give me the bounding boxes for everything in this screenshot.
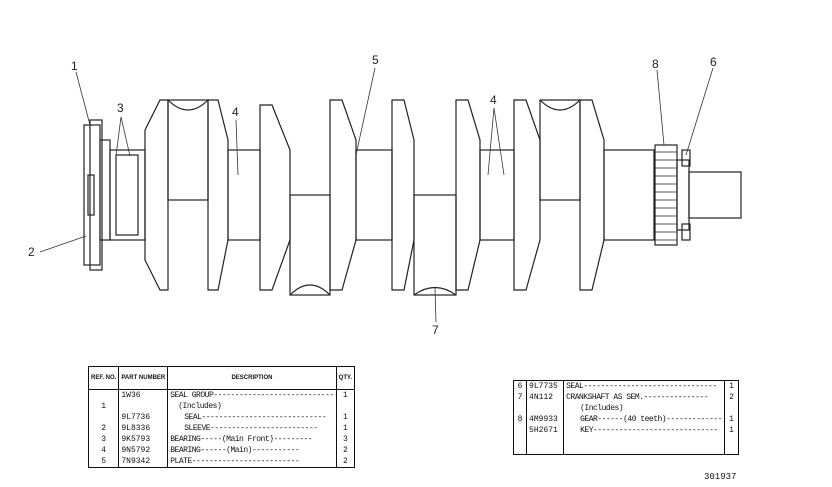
callout-1: 1 — [71, 59, 78, 73]
quantity: 1 — [335, 389, 355, 401]
part-number: 9N5792 — [118, 445, 169, 456]
part-number: 4M9933 — [526, 414, 565, 425]
figure-number: 301937 — [704, 472, 737, 482]
quantity: 3 — [335, 434, 355, 445]
ref-no-spacer — [513, 436, 528, 455]
part-number: 9L8336 — [118, 423, 169, 434]
description: (Includes) — [580, 404, 624, 413]
ref-no — [513, 425, 528, 436]
table-row: (Includes) — [513, 403, 739, 414]
table-row: 5H2671 KEY----------------------------- … — [513, 425, 739, 436]
table-row — [513, 436, 739, 455]
callout-5: 5 — [372, 53, 379, 67]
quantity: 2 — [724, 392, 739, 403]
ref-no: 5 — [88, 456, 120, 468]
description: CRANKSHAFT AS SEM.--------------- — [566, 393, 709, 402]
part-number — [526, 403, 565, 414]
ref-no: 4 — [88, 445, 120, 456]
crankshaft-drawing: 1 2 3 4 5 4 6 7 8 — [28, 53, 742, 337]
callout-6: 6 — [710, 55, 717, 69]
ref-no: 7 — [513, 392, 528, 403]
table-row: 5 7N9342 PLATE------------------------- … — [88, 456, 355, 468]
description: (Includes) — [178, 402, 222, 411]
description-spacer — [564, 436, 725, 455]
callout-4-right: 4 — [490, 93, 497, 107]
ref-no: 6 — [513, 380, 528, 392]
header-qty: QTY. — [335, 366, 356, 390]
description: BEARING------(Main)----------- — [170, 446, 300, 455]
description: KEY----------------------------- — [580, 426, 718, 435]
description: PLATE------------------------- — [170, 457, 300, 466]
description: SEAL------------------------------- — [566, 382, 717, 391]
quantity: 1 — [724, 425, 739, 436]
quantity-spacer — [724, 436, 739, 455]
description: SEAL----------------------------- — [184, 413, 327, 422]
header-ref-no: REF. NO. — [87, 366, 120, 390]
ref-no — [88, 389, 120, 401]
callout-8: 8 — [652, 57, 659, 71]
ref-no — [513, 403, 528, 414]
part-number-spacer — [526, 436, 565, 455]
part-number: 1W36 — [118, 389, 169, 401]
part-number: 9L7735 — [526, 380, 565, 392]
ref-no: 8 — [513, 414, 528, 425]
quantity: 1 — [335, 412, 355, 423]
quantity: 1 — [724, 380, 739, 392]
part-number: 9K5793 — [118, 434, 169, 445]
quantity — [335, 401, 355, 412]
ref-no: 3 — [88, 434, 120, 445]
description: SLEEVE------------------------- — [184, 424, 318, 433]
table-row: 8 4M9933 GEAR------(40 teeth)-----------… — [513, 414, 739, 425]
table-row: 3 9K5793 BEARING-----(Main Front)-------… — [88, 434, 355, 445]
part-number: 5H2671 — [526, 425, 565, 436]
description: GEAR------(40 teeth)------------- — [580, 415, 723, 424]
table-row: 2 9L8336 SLEEVE-------------------------… — [88, 423, 355, 434]
table-row: 9L7736 SEAL-----------------------------… — [88, 412, 355, 423]
table-row: 1 (Includes) — [88, 401, 355, 412]
table-row: 7 4N112 CRANKSHAFT AS SEM.--------------… — [513, 392, 739, 403]
part-number: 7N9342 — [118, 456, 169, 468]
callout-2: 2 — [28, 245, 35, 259]
parts-table-left: REF. NO. PART NUMBER DESCRIPTION QTY. 1W… — [87, 366, 356, 468]
part-number: 9L7736 — [118, 412, 169, 423]
ref-no: 2 — [88, 423, 120, 434]
ref-no — [88, 412, 120, 423]
description: BEARING-----(Main Front)--------- — [170, 435, 313, 444]
table-row: 1W36 SEAL GROUP-------------------------… — [88, 389, 355, 401]
header-description: DESCRIPTION — [167, 366, 337, 390]
part-number — [118, 401, 169, 412]
quantity: 2 — [335, 445, 355, 456]
ref-no: 1 — [88, 401, 120, 412]
header-part-number: PART NUMBER — [118, 366, 169, 390]
callout-3: 3 — [117, 101, 124, 115]
quantity: 1 — [724, 414, 739, 425]
table-row: 6 9L7735 SEAL---------------------------… — [513, 380, 739, 392]
part-number: 4N112 — [526, 392, 565, 403]
quantity: 1 — [335, 423, 355, 434]
description: SEAL GROUP---------------------------- — [170, 391, 334, 400]
quantity — [724, 403, 739, 414]
table-row: 4 9N5792 BEARING------(Main)----------- … — [88, 445, 355, 456]
parts-table-right: 6 9L7735 SEAL---------------------------… — [513, 380, 739, 455]
callout-7: 7 — [432, 323, 439, 337]
callout-4-left: 4 — [232, 105, 239, 119]
quantity: 2 — [335, 456, 355, 468]
